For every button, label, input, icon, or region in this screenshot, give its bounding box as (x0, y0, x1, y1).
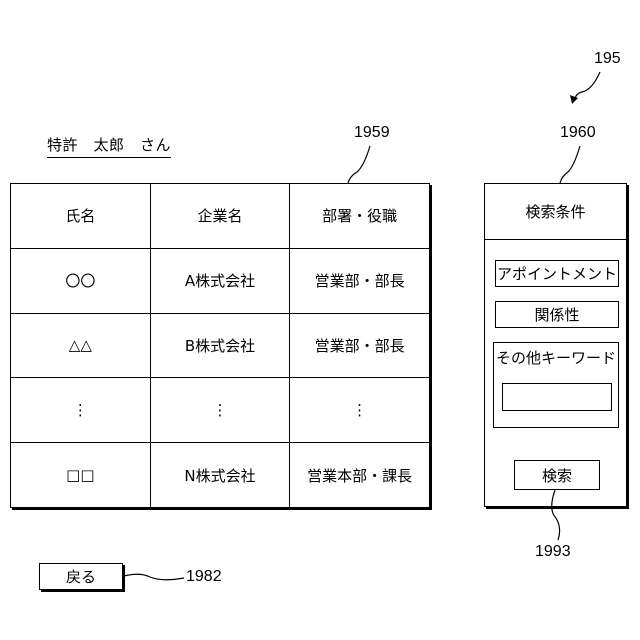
table-cell-department[interactable]: 営業部・部長 (290, 248, 430, 313)
other-keyword-input[interactable] (502, 383, 612, 411)
other-keyword-group: その他キーワード (493, 342, 619, 428)
leader-line-screen (574, 72, 600, 101)
table-cell-department[interactable]: 営業部・部長 (290, 313, 430, 378)
table-cell-ellipsis: ⋮ (11, 378, 151, 443)
user-name: 特許 太郎 さん (47, 134, 171, 158)
ref-label-screen: 195 (594, 50, 621, 68)
table-cell-company[interactable]: B株式会社 (150, 313, 290, 378)
table-cell-department[interactable]: 営業本部・課長 (290, 443, 430, 508)
table-cell-name[interactable]: △△ (11, 313, 151, 378)
search-condition-title: 検索条件 (485, 184, 626, 240)
column-header: 企業名 (150, 184, 290, 249)
leader-line-back (124, 574, 184, 580)
back-button[interactable]: 戻る (39, 563, 123, 590)
ref-label-back: 1982 (186, 568, 222, 586)
results-table: 氏名 企業名 部署・役職 〇〇 A株式会社 営業部・部長 △△ B株式会社 営業… (10, 183, 430, 508)
table-cell-company[interactable]: N株式会社 (150, 443, 290, 508)
column-header: 部署・役職 (290, 184, 430, 249)
ref-label-panel: 1960 (560, 124, 596, 142)
table-cell-ellipsis: ⋮ (150, 378, 290, 443)
leader-line-panel (560, 146, 580, 183)
table-row[interactable]: 〇〇 A株式会社 営業部・部長 (11, 248, 430, 313)
table-cell-ellipsis: ⋮ (290, 378, 430, 443)
condition-appointment-button[interactable]: アポイントメント (495, 260, 619, 287)
table-header-row: 氏名 企業名 部署・役職 (11, 184, 430, 249)
search-button[interactable]: 検索 (514, 460, 600, 490)
table-cell-name[interactable]: 〇〇 (11, 248, 151, 313)
table-cell-name[interactable]: □□ (11, 443, 151, 508)
leader-line-table (348, 146, 370, 183)
search-condition-panel: 検索条件 アポイントメント 関係性 その他キーワード 検索 (484, 183, 627, 507)
arrow-head-icon (570, 95, 578, 104)
table-row-ellipsis: ⋮ ⋮ ⋮ (11, 378, 430, 443)
column-header: 氏名 (11, 184, 151, 249)
other-keyword-label: その他キーワード (494, 347, 618, 368)
table-row[interactable]: □□ N株式会社 営業本部・課長 (11, 443, 430, 508)
ref-label-table: 1959 (354, 124, 390, 142)
condition-relationship-button[interactable]: 関係性 (495, 301, 619, 328)
table-cell-company[interactable]: A株式会社 (150, 248, 290, 313)
table-row[interactable]: △△ B株式会社 営業部・部長 (11, 313, 430, 378)
ref-label-search: 1993 (535, 543, 571, 561)
